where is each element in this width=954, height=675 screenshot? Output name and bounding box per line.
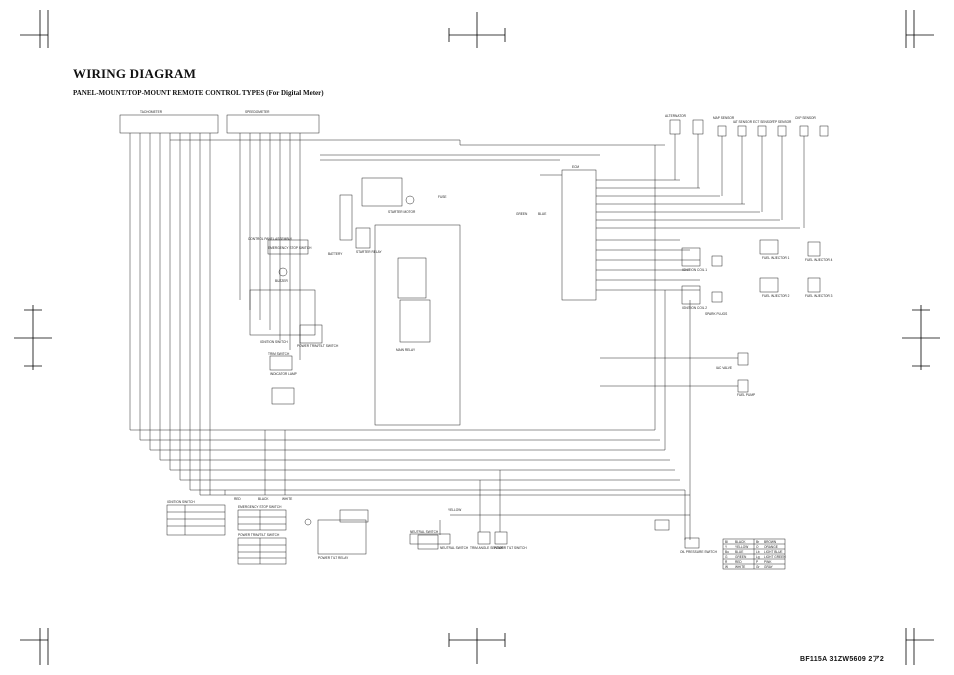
black-wire-label: BLACK: [258, 497, 269, 501]
red-wire-label: RED: [234, 497, 241, 501]
legend-code: Y: [725, 545, 728, 549]
legend-name: YELLOW: [735, 545, 749, 549]
legend-code: P: [756, 560, 759, 564]
green-wire-label: GREEN: [516, 212, 528, 216]
map-sensor-label: MAP SENSOR: [713, 116, 735, 120]
oil-pressure-label: OIL PRESSURE SWITCH: [680, 550, 717, 554]
iat-sensor-label: IAT SENSOR: [733, 120, 753, 124]
legend-name: BLACK: [735, 540, 746, 544]
legend-name: BROWN: [764, 540, 777, 544]
legend-code: W: [725, 565, 729, 569]
trim-switch-label: TRIM SWITCH: [268, 352, 290, 356]
ect-sensor-label: ECT SENSOR: [753, 120, 774, 124]
main-relay-label: MAIN RELAY: [396, 348, 416, 352]
legend-name: GREEN: [735, 555, 747, 559]
page-title: WIRING DIAGRAM: [73, 66, 197, 81]
fuel-injector-3-label: FUEL INJECTOR 3: [805, 294, 833, 298]
indicator-lamp-label: INDICATOR LAMP: [270, 372, 297, 376]
ecm-label: ECM: [572, 165, 580, 169]
battery-label: BATTERY: [328, 252, 343, 256]
ignition-coil-2-label: IGNITION COIL 2: [682, 306, 708, 310]
fuel-pump-label: FUEL PUMP: [737, 393, 756, 397]
legend-name: ORANGE: [764, 545, 778, 549]
power-tilt-engine-switch-label: POWER TILT SWITCH: [494, 546, 527, 550]
fuel-injector-1-label: FUEL INJECTOR 1: [762, 256, 790, 260]
legend-code: Bl: [725, 540, 728, 544]
legend-name: GRAY: [764, 565, 773, 569]
starter-motor-label: STARTER MOTOR: [388, 210, 416, 214]
white-wire-label: WHITE: [282, 497, 293, 501]
document-code: BF115A 31ZW5609 2ア2: [800, 656, 885, 663]
power-tilt-table-title: POWER TRIM/TILT SWITCH: [238, 533, 280, 537]
neutral-table-title: NEUTRAL SWITCH: [410, 530, 439, 534]
emergency-stop-label: EMERGENCY STOP SWITCH: [268, 246, 312, 250]
legend-code: Br: [756, 540, 760, 544]
spark-plugs-label: SPARK PLUGS: [705, 312, 728, 316]
legend-code: O: [756, 545, 759, 549]
ignition-switch-label: IGNITION SWITCH: [260, 340, 288, 344]
legend-name: LIGHT GREEN: [764, 555, 786, 559]
ignition-coil-1-label: IGNITION COIL 1: [682, 268, 708, 272]
buzzer-label: BUZZER: [275, 279, 288, 283]
legend-name: LIGHT BLUE: [764, 550, 783, 554]
legend-name: RED: [735, 560, 742, 564]
alternator-label: ALTERNATOR: [665, 114, 686, 118]
legend-code: Bu: [725, 550, 729, 554]
starter-relay-label: STARTER RELAY: [356, 250, 382, 254]
legend-code: Lb: [756, 550, 760, 554]
ckp-sensor-label: CKP SENSOR: [795, 116, 816, 120]
emergency-table-title: EMERGENCY STOP SWITCH: [238, 505, 282, 509]
tachometer-label: TACHOMETER: [140, 110, 163, 114]
blue-wire-label: BLUE: [538, 212, 547, 216]
legend-code: Lg: [756, 555, 760, 559]
power-tilt-relay-label: POWER TILT RELAY: [318, 556, 349, 560]
legend-code: R: [725, 560, 728, 564]
neutral-switch-label: NEUTRAL SWITCH: [440, 546, 469, 550]
yellow-wire-label: YELLOW: [448, 508, 462, 512]
speedometer-label: SPEEDOMETER: [245, 110, 270, 114]
fuel-injector-4-label: FUEL INJECTOR 4: [805, 258, 833, 262]
ignition-table-title: IGNITION SWITCH: [167, 500, 195, 504]
legend-name: WHITE: [735, 565, 746, 569]
fuse-label: FUSE: [438, 195, 447, 199]
legend-code: Gr: [756, 565, 760, 569]
trim-angle-sensor-label: TRIM ANGLE SENSOR: [470, 546, 504, 550]
tp-sensor-label: TP SENSOR: [773, 120, 792, 124]
fuel-injector-2-label: FUEL INJECTOR 2: [762, 294, 790, 298]
legend-code: G: [725, 555, 728, 559]
legend-name: PINK: [764, 560, 772, 564]
page-subtitle: PANEL-MOUNT/TOP-MOUNT REMOTE CONTROL TYP…: [73, 89, 324, 97]
wiring-lines: [119, 114, 829, 570]
control-panel-label: CONTROL PANEL ASSEMBLY: [248, 237, 293, 241]
iac-valve-label: IAC VALVE: [716, 366, 733, 370]
legend-name: BLUE: [735, 550, 744, 554]
power-tilt-switch-label: POWER TRIM/TILT SWITCH: [297, 344, 339, 348]
crop-marks: [14, 10, 940, 665]
